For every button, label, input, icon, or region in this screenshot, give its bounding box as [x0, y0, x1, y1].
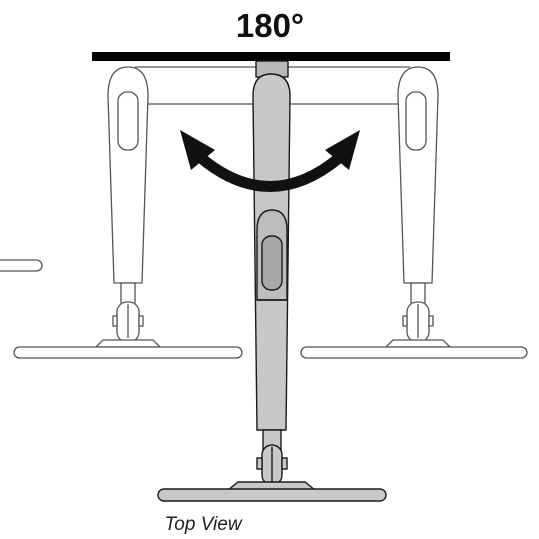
center-arm: [157, 60, 387, 502]
mounting-bar: [92, 52, 450, 61]
left-ghost-arm: [13, 66, 243, 359]
rotation-angle-label: 180°: [236, 7, 304, 44]
right-ghost-arm: [300, 66, 528, 359]
view-caption: Top View: [164, 514, 242, 535]
double-headed-curved-arrow-icon: [180, 130, 360, 192]
far-left-ghost-pad: [0, 259, 43, 272]
